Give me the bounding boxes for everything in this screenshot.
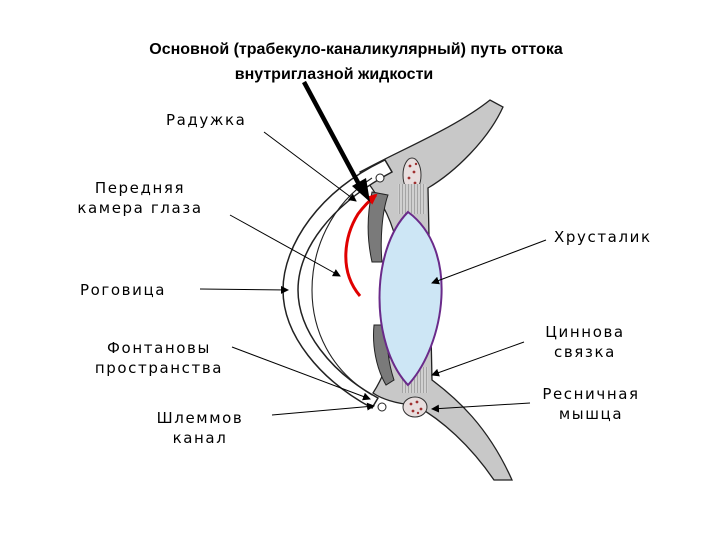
zinn-zonule-upper — [398, 184, 426, 214]
label-anterior-chamber-line1: Передняя — [94, 179, 186, 197]
label-schlemm-line1: Шлеммов — [156, 409, 244, 427]
diagram-title-line-1: Основной (трабекуло-каналикулярный) путь… — [149, 41, 563, 58]
title-pointer-arrow — [302, 80, 364, 192]
label-schlemm-line2: канал — [172, 429, 228, 447]
label-fontana-line1: Фонтановы — [107, 339, 211, 357]
label-zinn-line1: Циннова — [545, 323, 625, 341]
aqueous-flow-arrow — [344, 193, 378, 297]
label-zinn-line2: связка — [554, 343, 616, 361]
label-ciliary-line1: Ресничная — [542, 385, 640, 403]
label-cornea: Роговица — [80, 281, 167, 299]
cornea — [282, 159, 394, 410]
label-fontana-spaces: Фонтановы пространства — [76, 338, 242, 378]
label-zinn-zonule: Циннова связка — [520, 322, 650, 362]
label-anterior-chamber-line2: камера глаза — [77, 199, 203, 217]
lens — [378, 210, 443, 387]
schlemm-canal-lower — [377, 402, 387, 412]
label-ciliary-muscle: Ресничная мышца — [526, 384, 656, 424]
schlemm-canal-upper — [375, 173, 385, 183]
label-schlemm-canal: Шлеммов канал — [130, 408, 270, 448]
ciliary-muscle-lower — [402, 396, 428, 418]
iris-upper — [367, 191, 389, 263]
label-iris: Радужка — [166, 111, 247, 129]
label-fontana-line2: пространства — [94, 359, 224, 377]
label-ciliary-line2: мышца — [558, 405, 624, 423]
label-lens: Хрусталик — [554, 228, 652, 246]
diagram-title-line-2: внутриглазной жидкости — [234, 66, 434, 83]
label-anterior-chamber: Передняя камера глаза — [52, 178, 228, 218]
